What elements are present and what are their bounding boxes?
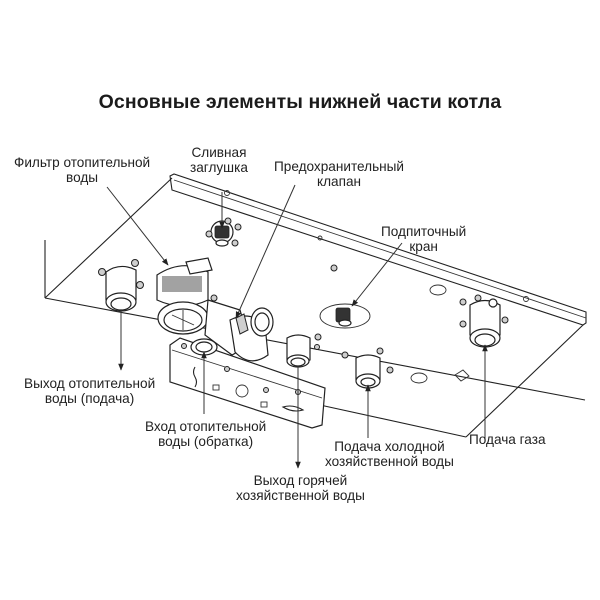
heating-outlet-fitting	[98, 259, 144, 312]
gas-inlet-fitting	[429, 284, 509, 348]
drain-plug-part	[205, 217, 242, 247]
label-heating-inlet: Вход отопительной воды (обратка)	[145, 419, 267, 449]
cold-water-inlet-fitting	[341, 347, 470, 389]
label-makeup-tap: Подпиточный кран	[381, 224, 467, 254]
label-heating-filter: Фильтр отопительной воды	[14, 155, 151, 185]
hot-water-outlet-fitting	[286, 334, 320, 368]
label-heating-outlet: Выход отопительной воды (подача)	[24, 376, 156, 406]
connection-bracket	[169, 337, 326, 429]
label-cold-water-inlet: Подача холодной хозяйственной воды	[325, 439, 454, 469]
label-drain-plug: Сливная заглушка	[190, 145, 248, 175]
label-hot-water-outlet: Выход горячей хозяйственной воды	[236, 473, 365, 503]
label-safety-valve: Предохранительный клапан	[274, 159, 405, 189]
heating-filter-part	[156, 257, 213, 335]
pointer-lines	[106, 184, 488, 469]
diagram-title: Основные элементы нижней части котла	[98, 91, 502, 113]
label-gas-inlet: Подача газа	[469, 432, 546, 447]
makeup-tap-part	[314, 264, 371, 341]
